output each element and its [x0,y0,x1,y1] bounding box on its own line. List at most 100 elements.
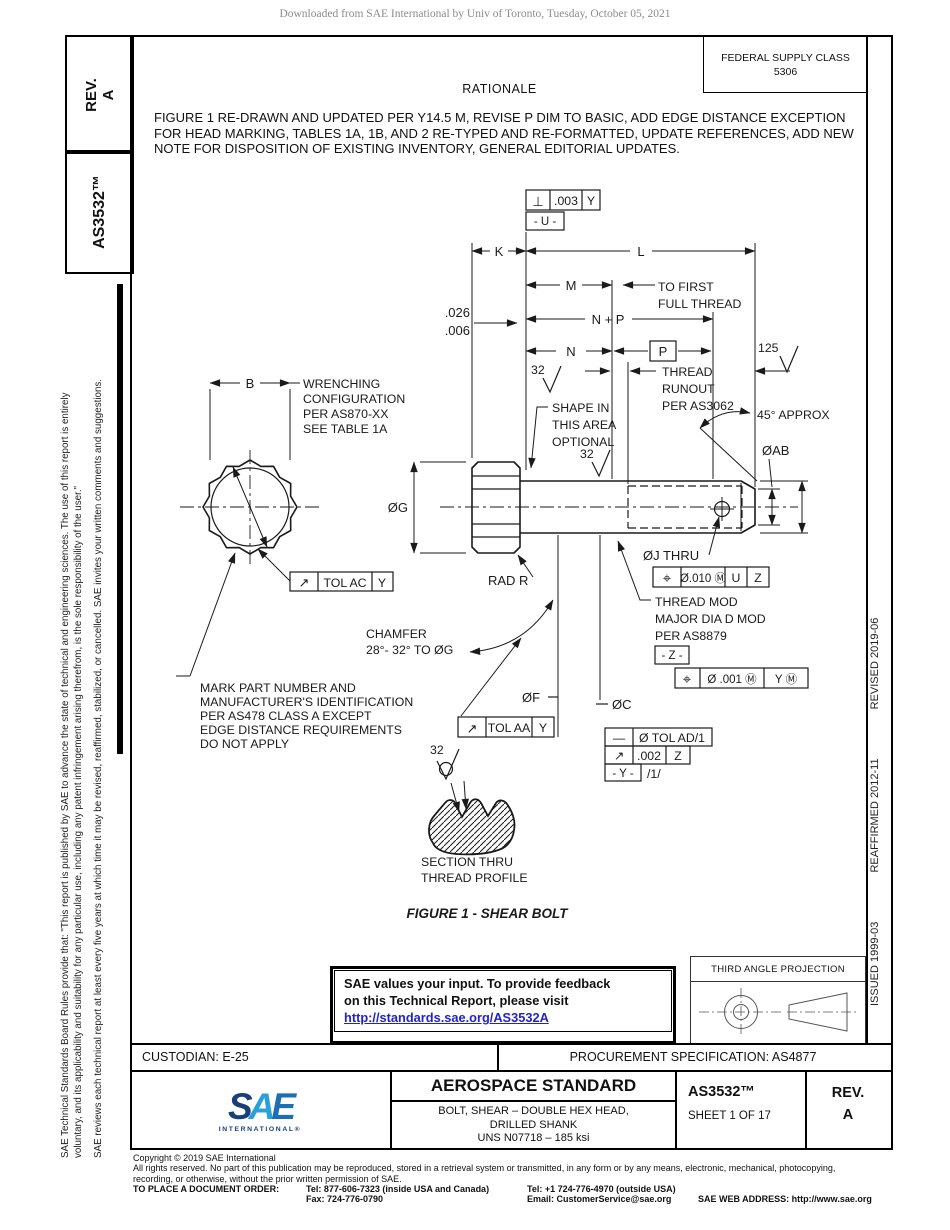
note-shape-2: THIS AREA [552,418,617,432]
divider [130,1070,891,1072]
note-mark-3: PER AS478 CLASS A EXCEPT [200,709,372,723]
dim-label-k: K [495,244,504,259]
dim-label-p-basic: P [659,344,668,359]
fsc-label: FEDERAL SUPPLY CLASS [721,51,850,64]
download-watermark: Downloaded from SAE International by Uni… [279,8,671,20]
federal-supply-class-box: FEDERAL SUPPLY CLASS 5306 [703,37,868,93]
fcf-perp-datum: Y [587,194,595,208]
fcf-tol-aa-datum: Y [539,721,547,735]
copyright-line-2: All rights reserved. No part of this pub… [133,1163,836,1174]
finish-32-thread: 32 [580,447,594,461]
dim-label-006: .006 [445,323,470,338]
note-chamfer-1: CHAMFER [366,627,427,641]
runout-arrow-icon: ↗ [467,721,478,736]
standard-type: AEROSPACE STANDARD [430,1076,637,1095]
note-mark-4: EDGE DISTANCE REQUIREMENTS [200,723,402,737]
dim-label-n-plus-p: N + P [592,312,625,327]
figure-1-drawing: K L M TO FIRST FULL THREAD .026 .006 N +… [176,189,830,921]
dim-label-dia-g: ØG [388,500,408,515]
standard-title-line-1: BOLT, SHEAR – DOUBLE HEX HEAD, [438,1105,629,1117]
divider [390,1070,392,1148]
dim-label-m: M [566,278,577,293]
order-tel-2: Tel: +1 724-776-4970 (outside USA) [527,1183,676,1194]
order-email: Email: CustomerService@sae.org [527,1194,672,1205]
feedback-link[interactable]: http://standards.sae.org/AS3532A [344,1010,549,1025]
note-to-first-thread-2: FULL THREAD [658,297,741,311]
rationale-text: FIGURE 1 RE-DRAWN AND UPDATED PER Y14.5 … [154,110,854,156]
perpendicularity-icon: ⊥ [532,194,543,209]
order-label: TO PLACE A DOCUMENT ORDER: [133,1183,280,1194]
procurement-specification: PROCUREMENT SPECIFICATION: AS4877 [569,1050,817,1064]
fsc-value: 5306 [773,65,798,78]
feature-control-frames: ⊥ .003 Y - U - ↗ TOL AC Y ↗ TOL AA Y ⌖ Ø… [289,189,809,782]
divider [130,1043,891,1045]
fcf-hole-tol: Ø.010 Ⓜ [680,572,727,585]
note-section-1: SECTION THRU [421,855,513,869]
bolt-head-end-view [202,459,298,555]
dim-label-dia-c: ØC [612,697,632,712]
web-address: SAE WEB ADDRESS: http://www.sae.org [698,1194,872,1205]
surface-finish-symbols: 32 32 125 32 [430,341,799,813]
divider [497,1043,499,1070]
datum-z-flag: - Z - [661,650,682,662]
finish-32-profile: 32 [430,743,444,757]
feedback-line-1: SAE values your input. To provide feedba… [344,976,611,991]
straightness-icon: — [613,731,626,745]
fcf-thread-tol: Ø .001 Ⓜ [707,673,757,686]
third-angle-projection-title: THIRD ANGLE PROJECTION [690,956,866,982]
note-mark-1: MARK PART NUMBER AND [200,681,356,695]
feedback-line-2: on this Technical Report, please visit [344,993,569,1008]
leaders-and-notes: WRENCHING CONFIGURATION PER AS870-XX SEE… [176,377,830,751]
sae-logo-word: SAE [227,1085,296,1127]
runout-arrow-icon: ↗ [614,749,624,763]
note-wrenching-2: CONFIGURATION [303,392,405,406]
order-fax: Fax: 724-776-0790 [306,1194,384,1205]
note-thread-runout-2: RUNOUT [662,382,715,396]
feedback-box: SAE values your input. To provide feedba… [330,966,676,1044]
sae-logo: SAE INTERNATIONAL® [132,1076,388,1146]
copyright-line-1: Copyright © 2019 SAE International [133,1153,276,1163]
dim-label-dia-f: ØF [522,690,540,705]
fcf-hole-datum-u: U [732,571,741,585]
note-45-approx: 45° APPROX [757,408,830,422]
order-tel-1: Tel: 877-606-7323 (inside USA and Canada… [306,1183,490,1194]
note-mark-2: MANUFACTURER'S IDENTIFICATION [200,695,413,709]
note-shape-1: SHAPE IN [552,401,609,415]
third-angle-projection-symbol [690,981,866,1045]
sidebar-doc-number-box: AS3532™ [65,150,134,274]
standard-title: BOLT, SHEAR – DOUBLE HEX HEAD, DRILLED S… [392,1105,675,1146]
note-mark-5: DO NOT APPLY [200,737,289,751]
standard-title-line-2: DRILLED SHANK [489,1118,578,1131]
figure-caption: FIGURE 1 - SHEAR BOLT [406,906,569,921]
datum-y-suffix: /1/ [647,767,661,781]
note-thread-mod-2: MAJOR DIA D MOD [655,612,766,626]
thread-profile-section: SECTION THRU THREAD PROFILE [421,798,528,885]
fcf-002-datum: Z [674,749,682,763]
fcf-perp-tol: .003 [554,194,578,208]
note-to-first-thread-1: TO FIRST [658,280,714,294]
fcf-002-tol: .002 [637,749,661,763]
copyright-block: Copyright © 2019 SAE International All r… [133,1153,872,1205]
fcf-tol-aa: TOL AA [488,721,531,735]
bolt-side-view [471,461,756,554]
datum-u-flag: - U - [534,216,557,228]
divider [675,1070,677,1148]
copyright-line-3: recording, or otherwise, without the pri… [133,1173,402,1184]
note-section-2: THREAD PROFILE [421,871,528,885]
fcf-tol-ad: Ø TOL AD/1 [639,731,705,745]
sidebar-rev-box: REV. A [65,35,134,154]
runout-arrow-icon: ↗ [299,575,310,590]
fcf-thread-datum: Y Ⓜ [775,673,798,686]
finish-125-end: 125 [758,341,779,355]
note-shape-3: OPTIONAL [552,435,614,449]
note-chamfer-2: 28°- 32° TO ØG [366,643,453,657]
dim-label-l: L [637,244,644,259]
dim-label-rad-r: RAD R [488,573,528,588]
dim-label-n: N [566,344,575,359]
rationale-title: RATIONALE [462,82,537,96]
note-thread-runout-3: PER AS3062 [662,399,734,413]
position-icon: ⌖ [663,570,672,587]
revision-change-bar [117,284,123,754]
standard-title-line-3: UNS N07718 – 185 ksi [477,1132,590,1144]
